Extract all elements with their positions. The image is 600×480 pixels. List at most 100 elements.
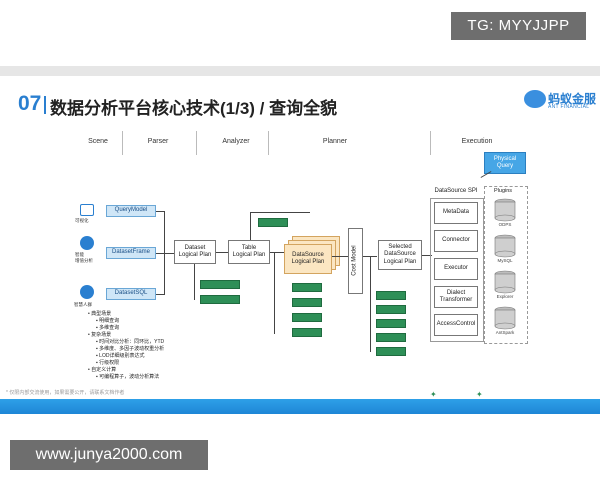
legend-item: ▪ 多维查询 bbox=[96, 325, 120, 331]
title-divider bbox=[44, 96, 46, 114]
connector bbox=[422, 255, 432, 256]
datasource-spi-label: DataSource SPI bbox=[434, 188, 478, 194]
connector bbox=[250, 212, 310, 213]
watermark-bottom: www.junya2000.com bbox=[10, 440, 208, 470]
stage-execution: Execution bbox=[461, 138, 493, 145]
planner-rule bbox=[258, 218, 288, 227]
legend-item-text: LOD详细级别表达式 bbox=[99, 353, 145, 359]
planner-rule bbox=[292, 298, 322, 307]
datasource-spi-container bbox=[430, 198, 484, 342]
legend-item: ▪ 时间对比分析：同环比，YTD bbox=[96, 339, 165, 345]
spi-executor: Executor bbox=[434, 258, 478, 280]
plugin-antspark: AntSpark bbox=[495, 330, 515, 335]
connector bbox=[270, 252, 284, 253]
connector bbox=[194, 264, 195, 300]
logo-subtext: ANT FINANCIAL bbox=[548, 104, 590, 110]
datasetframe-box: DatasetFrame bbox=[106, 247, 156, 259]
legend-item-text: 可编程算子，波动分析算法 bbox=[99, 374, 160, 380]
planner-rule bbox=[292, 328, 322, 337]
database-icon bbox=[494, 198, 516, 222]
brain-icon bbox=[80, 236, 94, 250]
footer-band bbox=[0, 399, 600, 414]
scenario-legend: • 典型场景 ▪ 明细查询 ▪ 多维查询 • 复杂场景 ▪ 时间对比分析：同环比… bbox=[88, 311, 164, 381]
legend-item-text: 明细查询 bbox=[99, 318, 120, 324]
planner-rule bbox=[376, 347, 406, 356]
database-icon bbox=[494, 234, 516, 258]
legend-heading-text: 典型场景 bbox=[91, 311, 112, 317]
people-icon bbox=[80, 285, 94, 299]
planner-rule bbox=[376, 333, 406, 342]
connector bbox=[156, 211, 164, 212]
cost-model-label: Cost Model bbox=[351, 245, 358, 277]
database-icon bbox=[494, 306, 516, 330]
datasource-logical-plan: DataSource Logical Plan bbox=[284, 244, 332, 274]
legend-heading: • 自定义计算 bbox=[88, 367, 117, 373]
database-icon bbox=[494, 270, 516, 294]
connector bbox=[216, 252, 228, 253]
stage-separator bbox=[268, 131, 269, 155]
watermark-top: TG: MYYJJPP bbox=[451, 12, 586, 40]
analyzer-rule bbox=[200, 280, 240, 289]
slide-top-border bbox=[0, 66, 600, 76]
footnote: * 仅限内部交流使用，如果需要公开，请联系文档作者 bbox=[6, 390, 125, 396]
stage-analyzer: Analyzer bbox=[222, 138, 250, 145]
connector bbox=[332, 256, 348, 257]
stage-planner: Planner bbox=[322, 138, 348, 145]
stage-separator bbox=[122, 131, 123, 155]
ant-logo-icon bbox=[524, 90, 546, 108]
planner-rule bbox=[376, 305, 406, 314]
legend-item-text: 时间对比分析：同环比，YTD bbox=[99, 339, 165, 345]
legend-item: ▪ 明细查询 bbox=[96, 318, 120, 324]
plugins-title: Plugins bbox=[494, 188, 513, 194]
leaf-icon: ✦ bbox=[430, 390, 437, 399]
querymodel-box: QueryModel bbox=[106, 205, 156, 217]
spi-dialect-transformer: Dialect Transformer bbox=[434, 286, 478, 308]
datasetsql-box: DatasetSQL bbox=[106, 288, 156, 300]
legend-item: ▪ 行级权限 bbox=[96, 360, 120, 366]
plugins-container bbox=[484, 186, 528, 344]
spi-connector: Connector bbox=[434, 230, 478, 252]
stage-separator bbox=[196, 131, 197, 155]
planner-rule bbox=[376, 319, 406, 328]
physical-query-box: Physical Query bbox=[484, 152, 526, 174]
planner-rule bbox=[292, 313, 322, 322]
connector bbox=[370, 256, 371, 352]
legend-item: ▪ 多维度、多因子波动权重分析 bbox=[96, 346, 165, 352]
plugin-mysql: MySQL bbox=[497, 258, 513, 263]
plugin-explorer: Explorer bbox=[496, 294, 514, 299]
plugin-odps: ODPS bbox=[498, 222, 512, 227]
plugins-db-icons bbox=[494, 198, 516, 330]
logo-text: 蚂蚁金服 bbox=[548, 92, 597, 106]
selected-datasource-logical-plan: Selected DataSource Logical Plan bbox=[378, 240, 422, 270]
legend-item: ▪ LOD详细级别表达式 bbox=[96, 353, 145, 359]
table-logical-plan: Table Logical Plan bbox=[228, 240, 270, 264]
stage-separator bbox=[430, 131, 431, 155]
legend-heading-text: 自定义计算 bbox=[91, 367, 117, 373]
legend-heading: • 复杂场景 bbox=[88, 332, 112, 338]
planner-rule bbox=[292, 283, 322, 292]
slide-number: 07 bbox=[18, 92, 42, 115]
legend-heading-text: 复杂场景 bbox=[91, 332, 112, 338]
analyzer-rule bbox=[200, 295, 240, 304]
stage-scene: Scene bbox=[88, 138, 108, 145]
dataset-logical-plan: Dataset Logical Plan bbox=[174, 240, 216, 264]
slide-title: 数据分析平台核心技术(1/3) / 查询全貌 bbox=[50, 99, 338, 118]
cost-model-box: Cost Model bbox=[348, 228, 363, 294]
stage-parser: Parser bbox=[147, 138, 169, 145]
input-caption: 智能 增值分析 bbox=[75, 252, 93, 263]
connector bbox=[164, 253, 174, 254]
legend-item: ▪ 可编程算子，波动分析算法 bbox=[96, 374, 160, 380]
connector bbox=[156, 294, 164, 295]
planner-rule bbox=[376, 291, 406, 300]
legend-item-text: 多维查询 bbox=[99, 325, 120, 331]
legend-item-text: 行级权限 bbox=[99, 360, 120, 366]
input-caption: 可视化 bbox=[75, 218, 89, 223]
connector bbox=[250, 212, 251, 240]
leaf-icon: ✦ bbox=[476, 390, 483, 399]
input-caption: 智慧人群 bbox=[74, 302, 92, 307]
visualization-icon bbox=[80, 204, 94, 216]
spi-access-control: AccessControl bbox=[434, 314, 478, 336]
connector bbox=[156, 253, 164, 254]
legend-heading: • 典型场景 bbox=[88, 311, 112, 317]
legend-item-text: 多维度、多因子波动权重分析 bbox=[99, 346, 165, 352]
